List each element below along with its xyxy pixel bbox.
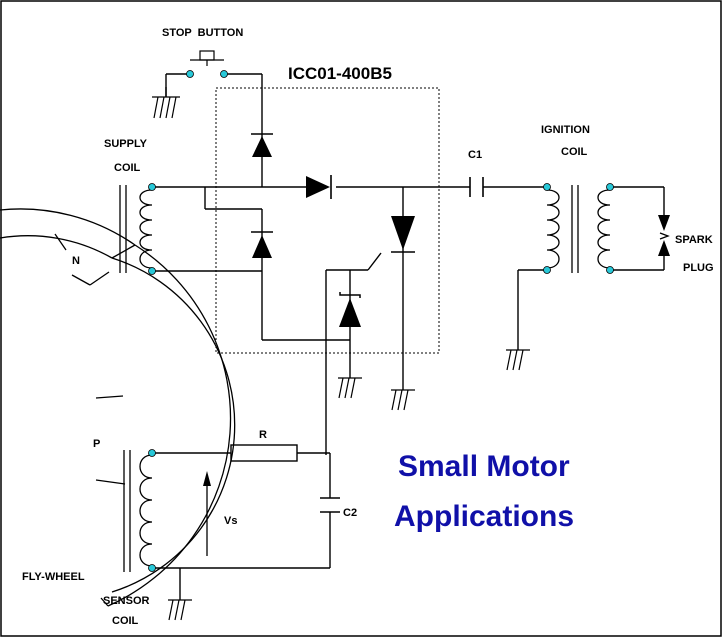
sensor-coil-label-1: SENSOR	[103, 595, 150, 607]
diode-series	[306, 175, 332, 199]
thyristor-scr	[391, 216, 415, 253]
supply-coil	[119, 185, 153, 273]
spark-plug-label-2: PLUG	[683, 262, 714, 274]
ignition-coil-label-1: IGNITION	[541, 124, 590, 136]
flywheel-label: FLY-WHEEL	[22, 571, 85, 583]
stop-button	[190, 50, 224, 66]
ground-zener	[338, 377, 362, 399]
resistor-r	[230, 444, 298, 462]
capacitor-c1	[469, 177, 484, 197]
supply-coil-label-2: COIL	[114, 162, 141, 174]
ignition-coil-label-2: COIL	[561, 146, 588, 158]
caption-line-1: Small Motor	[398, 450, 570, 483]
wiring	[152, 73, 665, 600]
ground-symbols	[152, 96, 530, 621]
c2-label: C2	[343, 507, 357, 519]
vs-arrow	[203, 471, 211, 556]
sensor-coil-label-2: COIL	[112, 615, 139, 627]
caption-line-2: Applications	[394, 500, 574, 533]
zener-diode	[339, 292, 361, 327]
magnet-n-label: N	[72, 255, 80, 267]
spark-plug-label-1: SPARK	[675, 234, 713, 246]
ground-ignition	[506, 349, 530, 371]
c1-label: C1	[468, 149, 482, 161]
ic-title: ICC01-400B5	[288, 64, 392, 83]
magnet-p-label: P	[93, 438, 100, 450]
supply-coil-label-1: SUPPLY	[104, 138, 148, 150]
ground-sensor	[168, 599, 192, 621]
ground-stop	[152, 96, 180, 119]
ground-scr	[391, 389, 415, 411]
diode-stop	[251, 133, 273, 157]
stop-button-label: STOP BUTTON	[162, 27, 243, 39]
vs-label: Vs	[224, 515, 237, 527]
diode-return	[251, 231, 273, 258]
sensor-coil	[123, 450, 153, 572]
capacitor-c2	[320, 497, 340, 513]
terminal-dots	[148, 70, 614, 572]
spark-plug	[658, 215, 670, 256]
ignition-coil	[546, 185, 611, 273]
r-label: R	[259, 429, 267, 441]
flywheel	[0, 208, 236, 607]
